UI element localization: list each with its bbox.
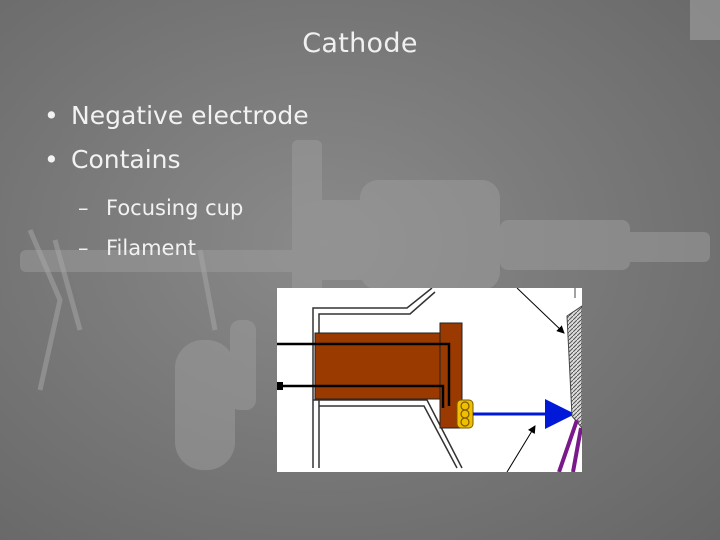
bullet-marker: • [44,145,59,174]
filament-coil [456,399,474,429]
sub-bullet-item: –Filament [78,228,243,268]
sub-bullet-label: Focusing cup [106,196,244,220]
xray-line [571,427,582,472]
slide-title: Cathode [302,28,418,59]
lead-wire-upper [277,342,451,406]
xray-line [557,419,579,472]
bullet-list: • Negative electrode • Contains [44,94,309,182]
cathode-head [439,322,463,429]
bullet-label: Contains [71,145,181,174]
cathode-diagram-svg [277,288,582,472]
pointer-arrow-upper [516,288,565,334]
bullet-marker: • [44,101,59,130]
sub-bullet-item: –Focusing cup [78,188,243,228]
sub-bullet-list: –Focusing cup –Filament [78,188,243,268]
sub-bullet-marker: – [78,236,89,260]
cathode-diagram [277,288,582,472]
bullet-item: • Contains [44,138,309,182]
focusing-cup-outline [312,288,433,468]
sub-bullet-marker: – [78,196,89,220]
bullet-label: Negative electrode [71,101,309,130]
focusing-cup-lower [313,399,463,469]
pointer-arrow-lower [506,425,536,472]
bullet-item: • Negative electrode [44,94,309,138]
sub-bullet-label: Filament [106,236,197,260]
lead-wire-lower [277,384,445,408]
anode-target [566,305,582,429]
